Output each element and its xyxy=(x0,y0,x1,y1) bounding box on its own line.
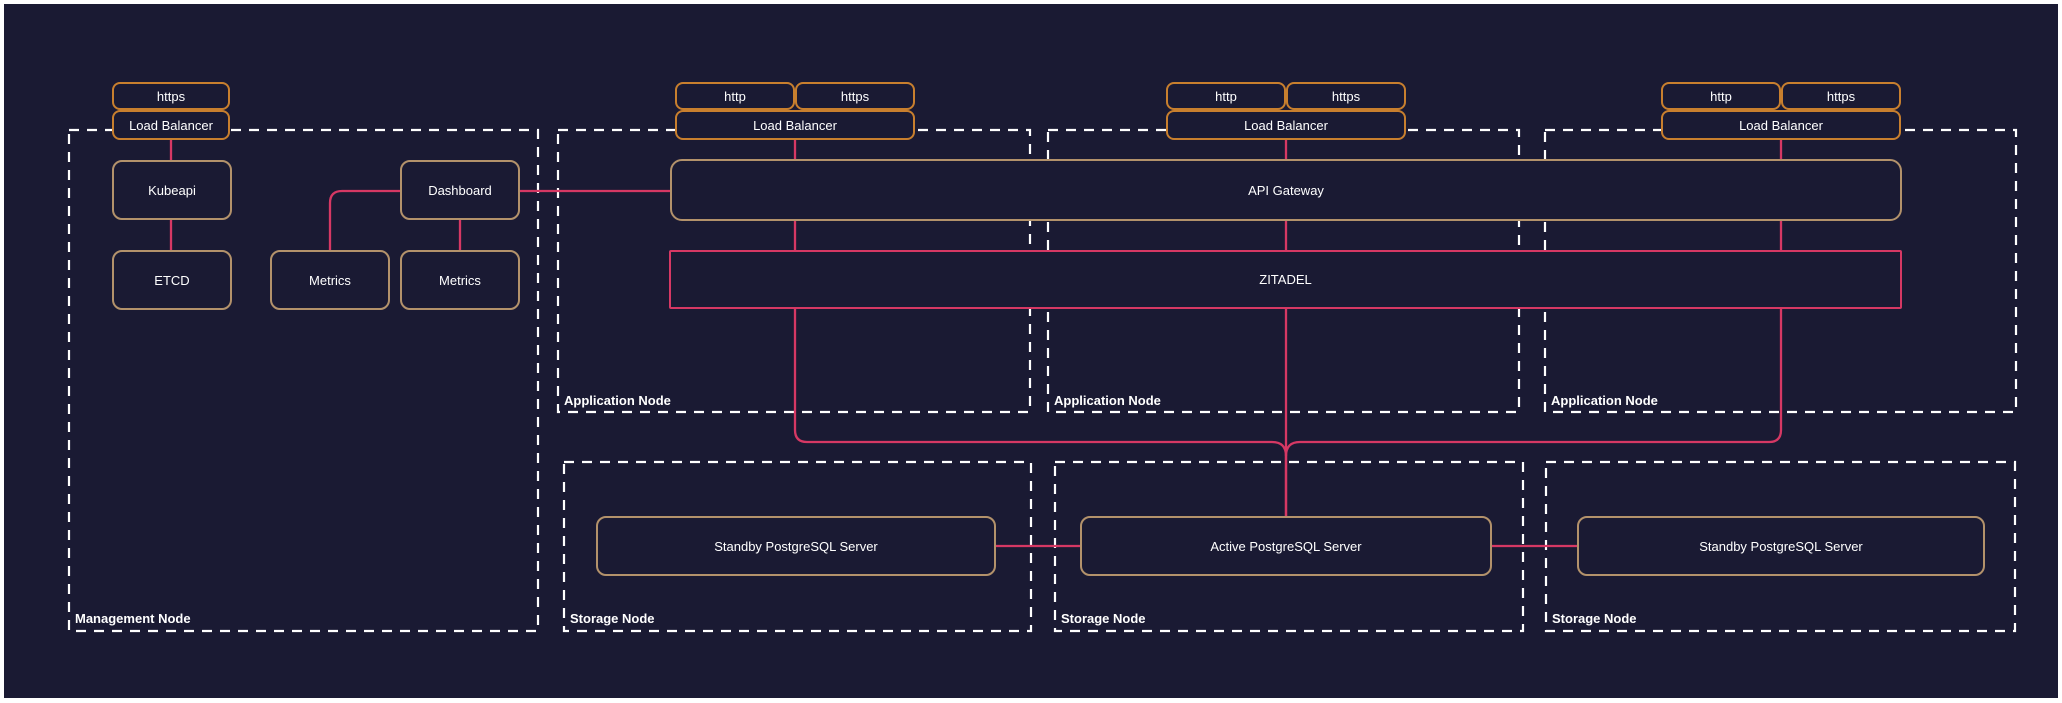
lb2-port-https: https xyxy=(795,82,915,110)
node-metrics-1: Metrics xyxy=(270,250,390,310)
node-metrics-2: Metrics xyxy=(400,250,520,310)
node-active-postgresql: Active PostgreSQL Server xyxy=(1080,516,1492,576)
node-standby-postgresql-2: Standby PostgreSQL Server xyxy=(1577,516,1985,576)
group-label-storage-node-1: Storage Node xyxy=(570,611,655,626)
node-zitadel: ZITADEL xyxy=(669,250,1902,309)
load-balancer-management: Load Balancer xyxy=(112,110,230,140)
edge-zitadel1-active-db xyxy=(793,309,1288,516)
group-management-node-boundary xyxy=(67,128,540,633)
load-balancer-app-3: Load Balancer xyxy=(1661,110,1901,140)
node-standby-postgresql-1: Standby PostgreSQL Server xyxy=(596,516,996,576)
edge-zitadel3-active-db xyxy=(1284,309,1783,457)
edge-dashboard-metrics1 xyxy=(328,189,400,250)
node-kubeapi: Kubeapi xyxy=(112,160,232,220)
node-api-gateway: API Gateway xyxy=(670,159,1902,221)
group-label-management-node: Management Node xyxy=(75,611,191,626)
group-label-application-node-2: Application Node xyxy=(1054,393,1161,408)
group-label-storage-node-2: Storage Node xyxy=(1061,611,1146,626)
lb1-port-https: https xyxy=(112,82,230,110)
group-label-storage-node-3: Storage Node xyxy=(1552,611,1637,626)
group-storage-node-1-boundary xyxy=(562,460,1033,633)
node-dashboard: Dashboard xyxy=(400,160,520,220)
load-balancer-app-1: Load Balancer xyxy=(675,110,915,140)
lb2-port-http: http xyxy=(675,82,795,110)
lb3-port-http: http xyxy=(1166,82,1286,110)
node-etcd: ETCD xyxy=(112,250,232,310)
group-label-application-node-3: Application Node xyxy=(1551,393,1658,408)
lb4-port-http: http xyxy=(1661,82,1781,110)
group-label-application-node-1: Application Node xyxy=(564,393,671,408)
lb3-port-https: https xyxy=(1286,82,1406,110)
lb4-port-https: https xyxy=(1781,82,1901,110)
load-balancer-app-2: Load Balancer xyxy=(1166,110,1406,140)
